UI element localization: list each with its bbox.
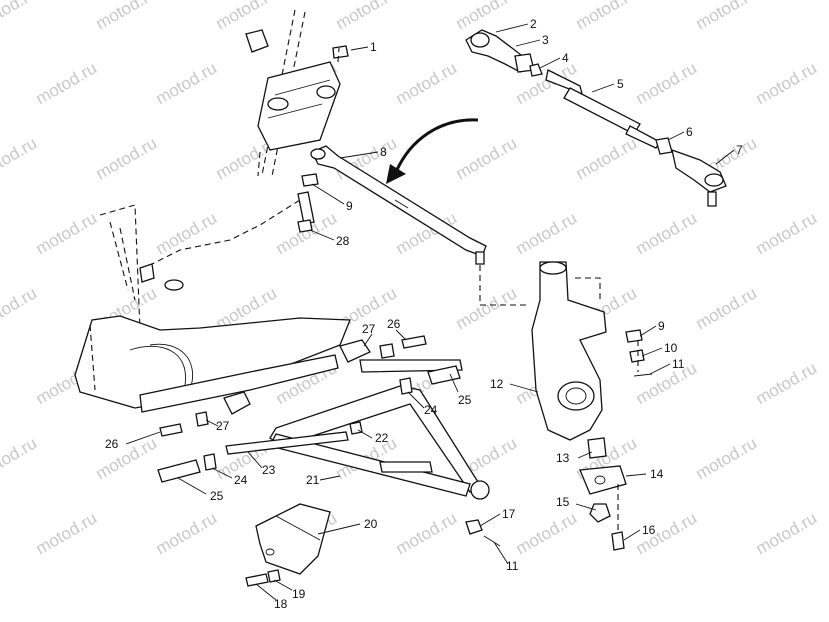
callout-15: 15 [556,495,570,509]
callout-24-lower: 24 [234,473,248,487]
callout-labels: 1 2 3 4 5 6 7 8 9 28 9 10 11 12 27 26 24… [105,17,743,611]
watermark-text: motod.ru [513,208,581,258]
watermark-text: motod.ru [753,508,821,558]
callout-8: 8 [380,145,387,159]
callout-3: 3 [542,33,549,47]
callout-12: 12 [490,377,504,391]
watermark-text: motod.ru [0,283,40,333]
tie-rod-assembly [465,29,727,207]
watermark-text: motod.ru [393,508,461,558]
direction-arrow [394,118,479,173]
callout-4: 4 [562,51,569,65]
callout-1: 1 [370,40,377,54]
spindle-knuckle [479,261,653,551]
callout-26-lower: 26 [105,437,119,451]
callout-7: 7 [736,143,743,157]
callout-24-upper: 24 [424,403,438,417]
watermark-text: motod.ru [333,0,401,33]
callout-19: 19 [292,587,306,601]
steering-rod [297,145,487,265]
watermark-text: motod.ru [0,0,40,33]
watermark-text: motod.ru [213,0,281,33]
skid-plate [245,503,331,587]
callout-5: 5 [617,77,624,91]
callout-18: 18 [274,597,288,611]
watermark-text: motod.ru [693,283,761,333]
callout-21: 21 [306,473,320,487]
watermark-text: motod.ru [753,58,821,108]
callout-23: 23 [262,463,276,477]
watermark-text: motod.ru [153,208,221,258]
watermark-text: motod.ru [93,433,161,483]
watermark-text: motod.ru [33,208,101,258]
watermark-text: motod.ru [453,283,521,333]
watermark-text: motod.ru [453,133,521,183]
watermark-text: motod.ru [93,0,161,33]
callout-25-upper: 25 [458,393,472,407]
watermark-text: motod.ru [0,433,40,483]
callout-22: 22 [375,431,389,445]
watermark-text: motod.ru [633,208,701,258]
watermark-text: motod.ru [33,508,101,558]
watermark-text: motod.ru [573,133,641,183]
callout-26-upper: 26 [387,317,401,331]
callout-14: 14 [650,467,664,481]
callout-10: 10 [664,341,678,355]
callout-6: 6 [686,125,693,139]
watermark-text: motod.ru [93,133,161,183]
watermark-text: motod.ru [0,133,40,183]
callout-11-upper: 11 [672,357,685,371]
callout-17: 17 [502,507,516,521]
callout-25-lower: 25 [210,489,224,503]
watermark-text: motod.ru [393,58,461,108]
steering-post [245,9,349,177]
frame [74,199,351,413]
watermark-text: motod.ru [693,0,761,33]
watermark-text: motod.ru [753,358,821,408]
a-arm [157,335,501,547]
callout-9-upper: 9 [346,199,353,213]
arrow-head [386,164,406,184]
leader-lines [125,23,735,601]
watermark-text: motod.ru [33,58,101,108]
watermark-text: motod.ru [573,0,641,33]
watermark-text: motod.ru [693,433,761,483]
callout-13: 13 [556,451,570,465]
watermark-text: motod.ru [153,508,221,558]
callout-2: 2 [530,17,537,31]
watermark-text: motod.ru [153,58,221,108]
watermark-text: motod.ru [513,508,581,558]
watermark-text: motod.ru [753,208,821,258]
callout-20: 20 [364,517,378,531]
callout-11-lower: 11 [506,559,519,573]
watermark-text: motod.ru [633,58,701,108]
callout-16: 16 [642,523,656,537]
callout-27-lower: 27 [216,419,230,433]
callout-27-upper: 27 [362,322,376,336]
callout-28: 28 [336,234,350,248]
callout-9-right: 9 [658,319,665,333]
